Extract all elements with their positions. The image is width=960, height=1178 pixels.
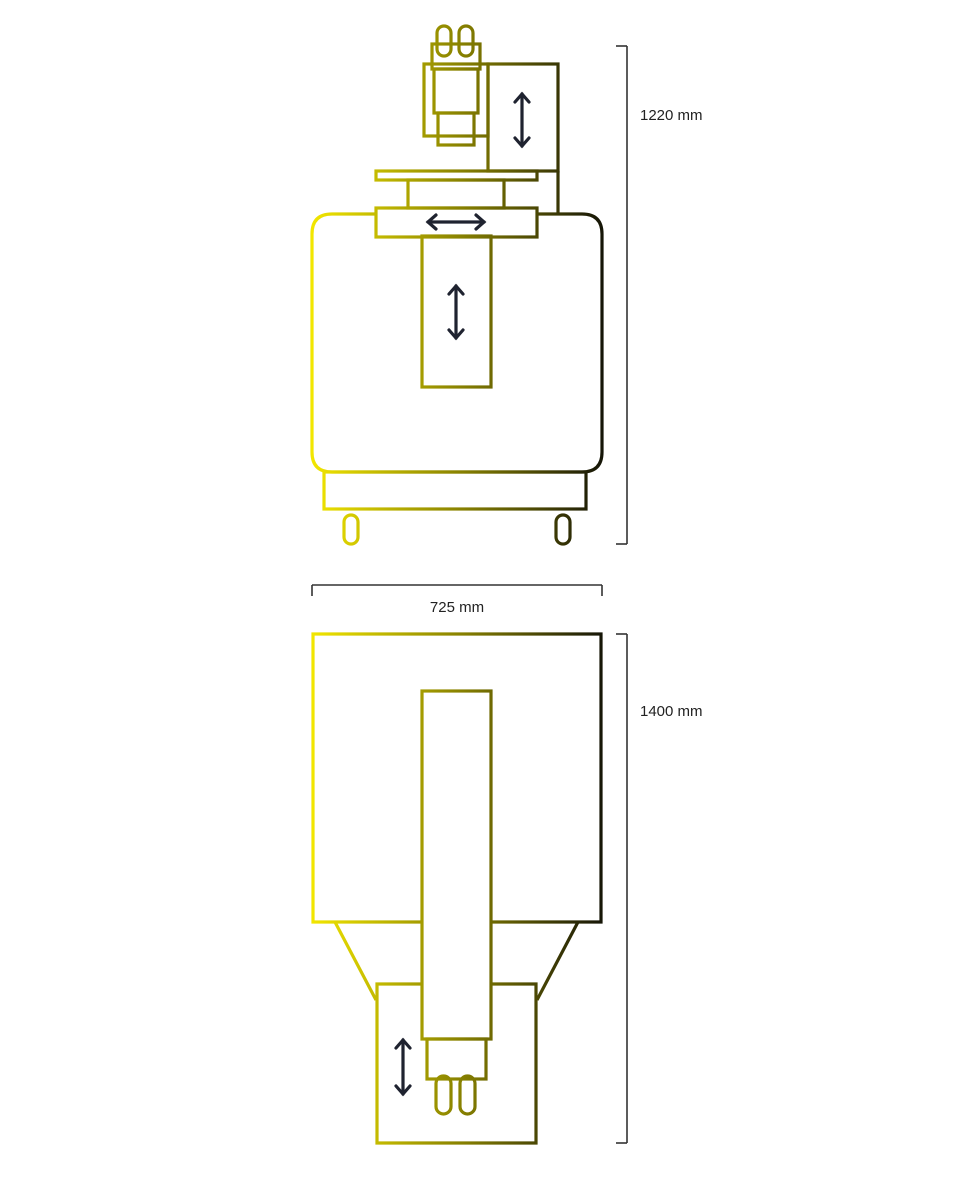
- top-view-nozzle-left: [434, 1074, 453, 1116]
- top-depth-dimension-label: 1400 mm: [640, 703, 703, 720]
- top-view: 1400 mm: [311, 632, 703, 1145]
- side-view-nozzle-left: [435, 24, 453, 58]
- side-view-base: [322, 470, 588, 511]
- side-view-carriage-block: [406, 178, 506, 210]
- horizontal-travel-arrow-icon: [425, 213, 487, 231]
- column-travel-arrow-icon: [447, 283, 465, 341]
- side-view-head-frame: [422, 62, 490, 138]
- height-dimension-line: [616, 45, 628, 545]
- top-view-nozzle-right: [458, 1074, 477, 1116]
- top-view-central-column: [420, 689, 493, 1041]
- depth-dimension-line: [616, 633, 628, 1144]
- side-view: 1220 mm: [310, 24, 703, 546]
- side-view-plate: [374, 169, 539, 182]
- top-view-taper-right: [535, 921, 580, 1001]
- side-view-nozzle-right: [457, 24, 475, 58]
- side-height-dimension-label: 1220 mm: [640, 107, 703, 124]
- side-view-head-body: [432, 67, 480, 115]
- side-view-left-foot: [342, 513, 360, 546]
- side-view-head-lower: [436, 111, 476, 147]
- top-view-main-body: [311, 632, 603, 924]
- side-view-main-body: [310, 212, 604, 474]
- width-dimension-label: 725 mm: [430, 599, 484, 616]
- top-view-taper-left: [333, 921, 378, 1001]
- width-dimension-line: [311, 584, 603, 596]
- top-view-lower-box: [375, 982, 538, 1145]
- side-view-right-foot: [554, 513, 572, 546]
- vertical-travel-arrow-icon: [513, 91, 531, 149]
- top-view-head: [425, 1037, 488, 1081]
- top-view-travel-arrow-icon: [394, 1037, 412, 1097]
